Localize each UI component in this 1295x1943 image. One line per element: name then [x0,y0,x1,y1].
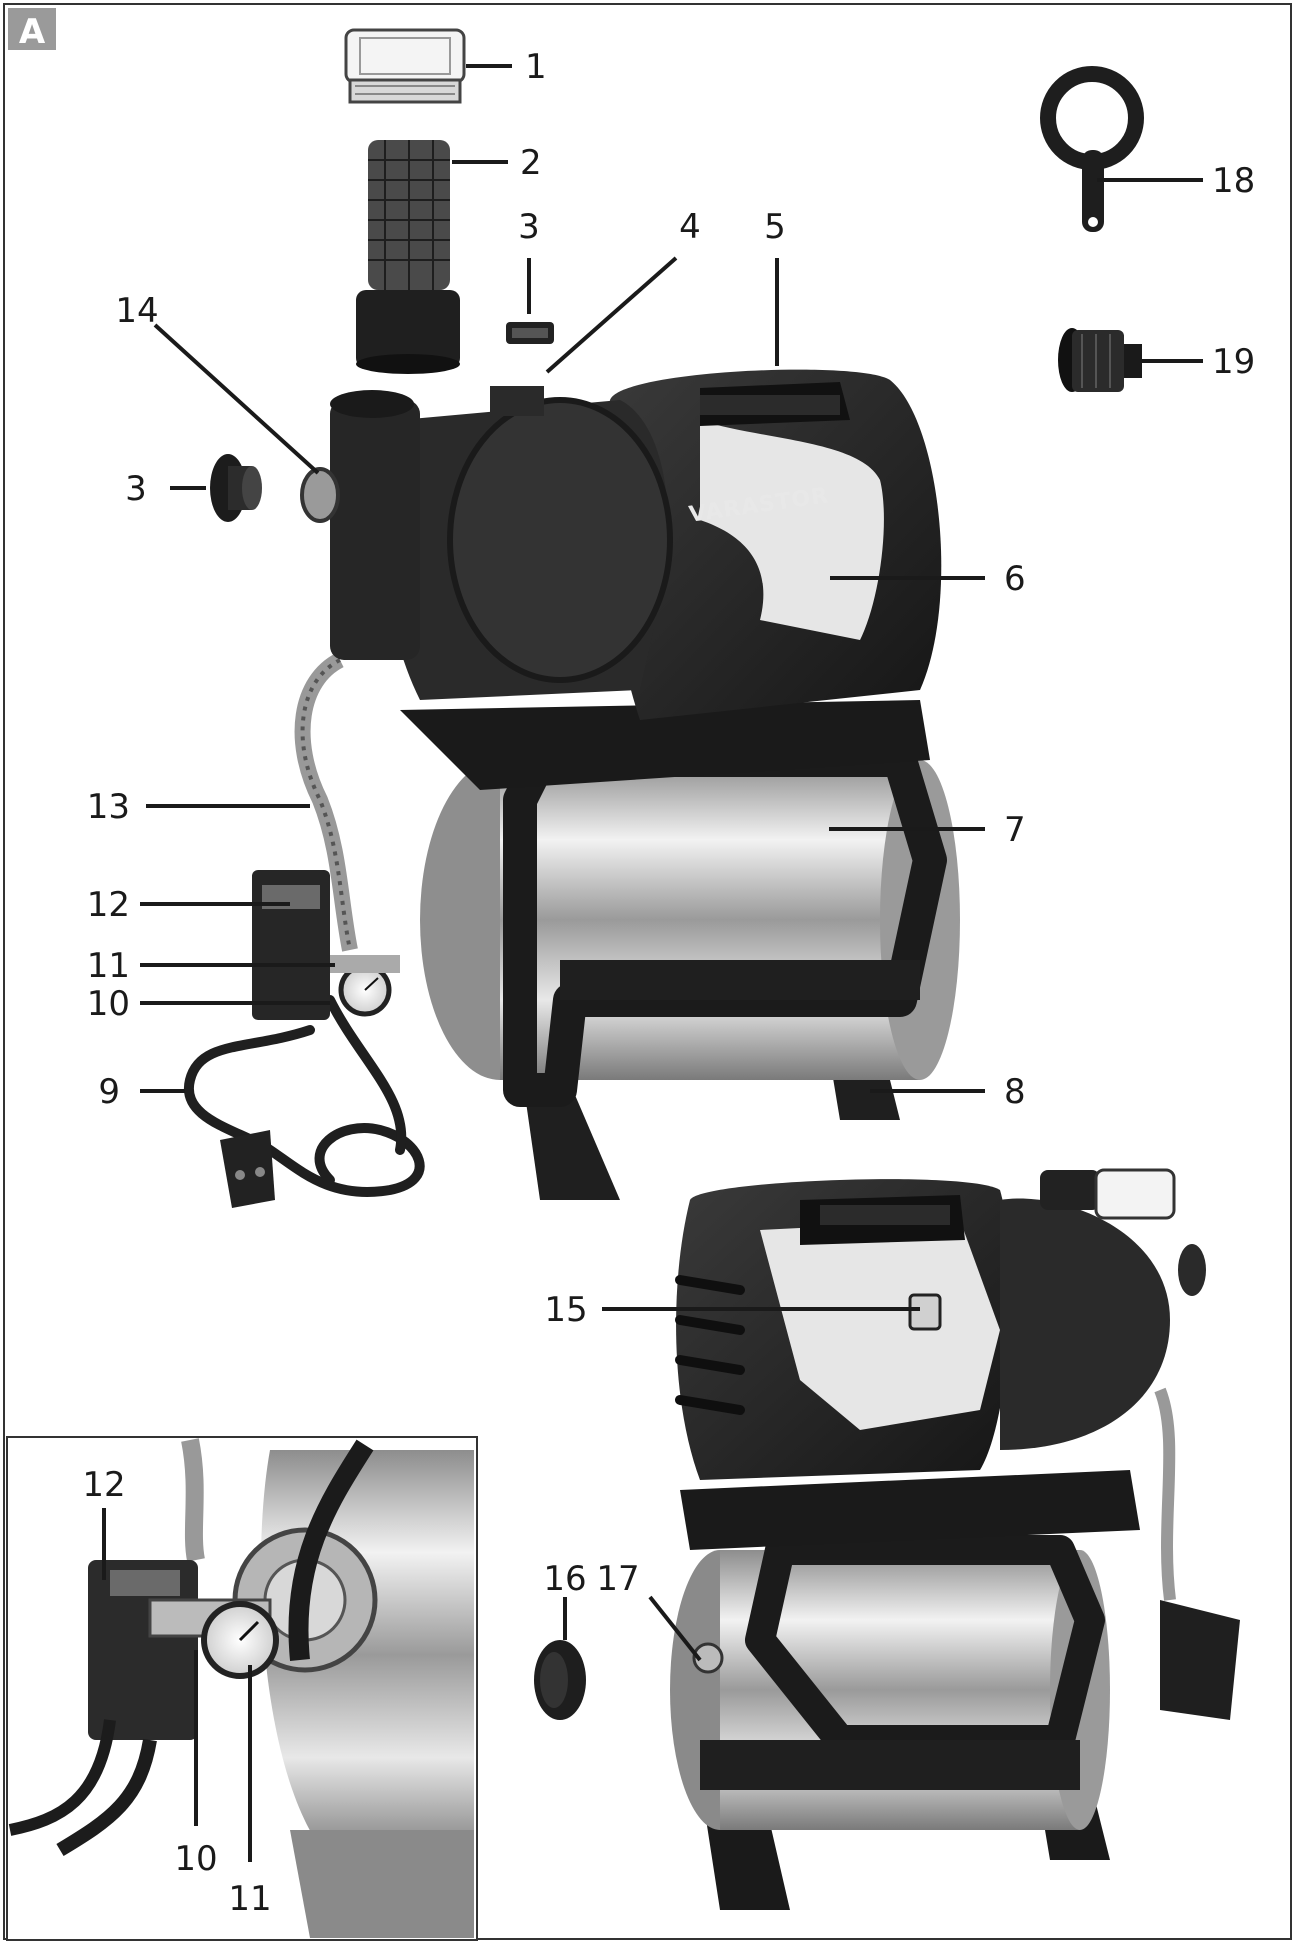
callout-8: 8 [1004,1072,1026,1112]
callout-7: 7 [1004,810,1026,850]
strainer-icon [356,140,460,374]
detail-inset [6,1436,478,1941]
callout-6: 6 [1004,559,1026,599]
callout-4: 4 [679,207,701,247]
leader-lines [102,64,1203,1862]
figure-badge: A [8,8,56,52]
adapter-icon [1058,328,1142,392]
callout-15: 15 [544,1290,587,1330]
callout-19: 19 [1212,342,1255,382]
callout-3-left: 3 [125,469,147,509]
rear-view-pump-illustration [670,1168,1240,1910]
pressure-gauge-icon [201,1601,279,1679]
callout-3-top: 3 [518,207,540,247]
plug-icon [534,1640,586,1720]
callout-10: 10 [87,984,130,1024]
base-plate [400,700,930,790]
callout-2: 2 [520,143,542,183]
inset-callout-12: 12 [82,1465,125,1505]
power-cable [183,995,425,1197]
main-pump-illustration: VARASTOR [183,369,960,1208]
inset-callout-10: 10 [174,1839,217,1879]
callout-12: 12 [87,885,130,925]
callout-14: 14 [115,291,158,331]
figure-badge-text: A [19,12,46,52]
callout-17: 17 [596,1559,639,1599]
callout-1: 1 [525,47,547,87]
plug-head [220,1130,275,1208]
plug-icon [210,454,262,522]
spanner-icon [1040,66,1144,232]
pressure-gauge-icon [338,963,392,1017]
callout-16: 16 [543,1559,586,1599]
plug-icon [506,322,554,344]
filter-cap-icon [344,28,466,104]
callout-9: 9 [98,1072,120,1112]
callout-13: 13 [87,787,130,827]
callout-5: 5 [764,207,786,247]
callout-11: 11 [87,946,130,986]
figure-frame [3,3,1292,1940]
callout-18: 18 [1212,161,1255,201]
callout-labels: 1 2 3 4 5 14 3 18 19 6 7 8 13 12 11 10 9… [82,47,1255,1919]
inset-callout-11: 11 [228,1879,271,1919]
